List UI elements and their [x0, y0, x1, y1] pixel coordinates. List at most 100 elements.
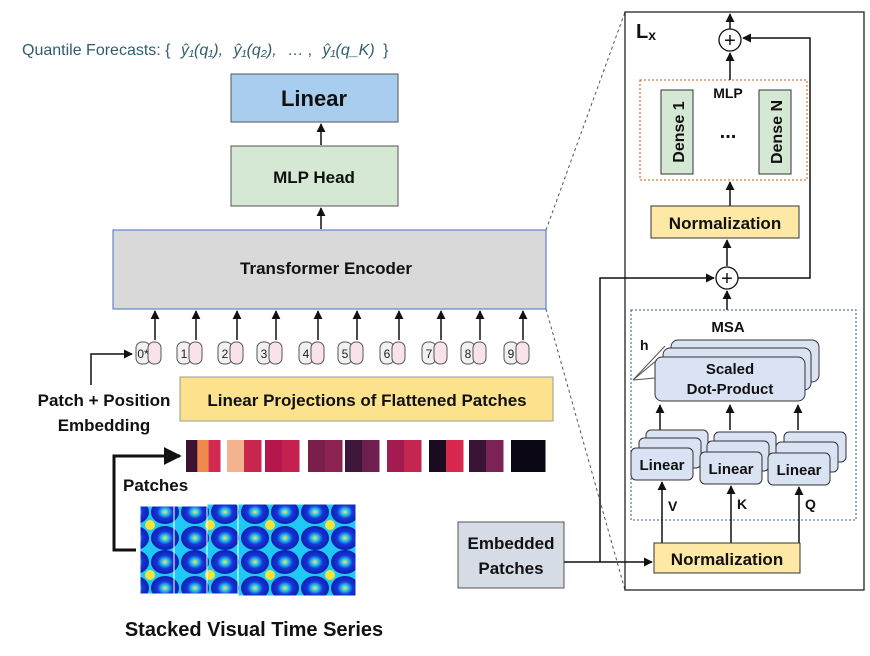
residual-add-top — [718, 28, 742, 52]
scaled-line2: Dot-Product — [687, 381, 774, 398]
patches-label: Patches — [123, 476, 188, 495]
token-label: 2 — [222, 347, 229, 361]
dense-n-label: Dense N — [769, 100, 786, 164]
token-embedding-pill — [310, 341, 325, 365]
position-token: 6 — [379, 310, 406, 365]
figure-caption: Stacked Visual Time Series — [125, 619, 383, 641]
embedded-patches-box — [457, 521, 565, 589]
patch-segment — [244, 440, 262, 472]
residual-add-mid — [715, 266, 739, 290]
heads-pointer-1 — [632, 345, 666, 381]
quantile-term-2: ŷ₁(q₂), — [233, 42, 277, 59]
patch-segment — [282, 440, 300, 472]
token-embedding-pill — [515, 341, 530, 365]
patch-segment — [511, 440, 529, 472]
token-label: 3 — [261, 347, 268, 361]
transformer-encoder-box — [112, 229, 547, 310]
patch-segment — [446, 440, 464, 472]
token-embedding-pill — [188, 341, 203, 365]
position-token: 4 — [298, 310, 325, 365]
linear-projection-label: Linear Projections of Flattened Patches — [207, 391, 526, 410]
patch-segment — [429, 440, 447, 472]
dense-ellipsis: ... — [720, 121, 737, 143]
mlp-head-label: MLP Head — [273, 168, 355, 187]
transformer-encoder-label: Transformer Encoder — [240, 259, 412, 278]
patch-segment — [469, 440, 487, 472]
quantile-prefix: Quantile Forecasts: { — [22, 42, 171, 59]
dense-1-label: Dense 1 — [671, 101, 688, 162]
q-label: Q — [805, 496, 816, 512]
residual-skip-mid — [599, 273, 715, 562]
patch-segment — [345, 440, 363, 472]
linear-projection-box — [179, 376, 554, 422]
quantile-term-1: ŷ₁(q₁), — [180, 42, 223, 59]
quantile-forecasts-header: Quantile Forecasts: { ŷ₁(q₁), ŷ₁(q₂), … … — [22, 42, 389, 59]
token-embedding-pill — [391, 341, 406, 365]
residual-add-mid-symbol: + — [721, 268, 733, 290]
token-embedding-pill — [229, 341, 244, 365]
token-label: 7 — [426, 347, 433, 361]
token-label: 8 — [465, 347, 472, 361]
embedded-patches-line1: Embedded — [468, 534, 555, 553]
token-label: 9 — [508, 347, 515, 361]
linear-q-box — [767, 452, 831, 486]
quantile-term-4: ŷ₁(q_K) — [321, 42, 374, 59]
position-token: 9 — [503, 310, 530, 365]
token-embedding-pill — [268, 341, 283, 365]
patch-segment — [387, 440, 405, 472]
heads-pointer-2 — [632, 359, 658, 381]
position-token: 1 — [176, 310, 203, 365]
normalization-top-label: Normalization — [669, 214, 781, 233]
encoder-block-outline — [624, 11, 865, 591]
token-embedding-pill — [349, 341, 364, 365]
normalization-bottom-box — [653, 542, 801, 574]
position-token: 0* — [135, 310, 162, 365]
token-label: 6 — [384, 347, 391, 361]
token-label: 5 — [342, 347, 349, 361]
token-embedding-pill — [433, 341, 448, 365]
zoom-line-top — [545, 11, 626, 231]
patch-segment — [486, 440, 504, 472]
token-embedding-pill — [472, 341, 487, 365]
normalization-bottom-label: Normalization — [671, 550, 783, 569]
patch-segment — [325, 440, 343, 472]
normalization-top-box — [650, 205, 800, 239]
msa-block-outline — [630, 309, 857, 521]
position-token: 5 — [337, 310, 364, 365]
zoom-line-bottom — [545, 308, 626, 591]
heads-pointer-3 — [632, 377, 656, 381]
mlp-block-outline — [639, 79, 808, 181]
position-token: 2 — [217, 310, 244, 365]
msa-label: MSA — [711, 319, 745, 336]
patch-segment — [208, 440, 221, 472]
v-label: V — [668, 498, 678, 514]
heads-label: h — [640, 337, 649, 353]
patch-segment — [265, 440, 283, 472]
mlp-head-box — [230, 145, 399, 207]
linear-k-box — [699, 451, 763, 485]
linear-output-label: Linear — [281, 86, 347, 111]
patch-segment — [227, 440, 245, 472]
position-token-row: 0* 1 2 3 4 5 6 7 8 9 — [135, 310, 530, 365]
linear-k-label: Linear — [708, 461, 753, 478]
residual-skip-top — [738, 33, 811, 279]
patch-position-arrow — [90, 349, 133, 385]
token-embedding-pill — [147, 341, 162, 365]
scaled-line1: Scaled — [706, 361, 754, 378]
patch-strip — [186, 440, 546, 472]
token-label: 0* — [137, 347, 149, 361]
position-token: 3 — [256, 310, 283, 365]
linear-v-label: Linear — [639, 457, 684, 474]
patch-segment — [404, 440, 422, 472]
dense-1-box — [660, 89, 694, 175]
linear-output-box — [230, 73, 399, 123]
patches-arrow — [112, 447, 182, 552]
quantile-term-3: … , — [287, 42, 312, 59]
patch-segment — [362, 440, 380, 472]
patch-segment — [308, 440, 326, 472]
patch-segment — [197, 440, 210, 472]
heatmap-image-4 — [237, 503, 357, 597]
linear-v-box — [630, 447, 694, 481]
scaled-dot-product-box — [654, 356, 806, 402]
